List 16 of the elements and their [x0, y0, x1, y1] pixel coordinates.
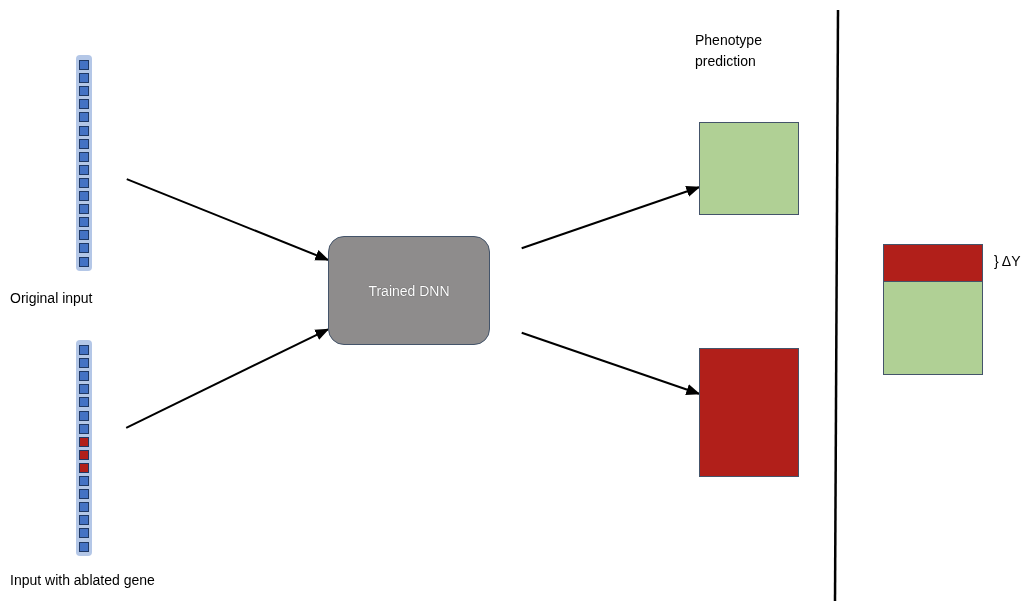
prediction-box — [699, 348, 799, 477]
node-caption: Phenotype prediction — [695, 31, 763, 71]
bar-segment — [883, 281, 983, 375]
network-box — [328, 236, 490, 345]
arrow — [125, 178, 330, 261]
input-vector — [76, 340, 92, 556]
arrow — [520, 186, 701, 250]
arrow — [125, 328, 330, 429]
prediction-box — [699, 122, 799, 215]
node-caption: } ΔY — [994, 252, 1021, 271]
arrow — [520, 331, 701, 395]
node-label: Trained DNN — [368, 282, 450, 299]
input-vector — [76, 55, 92, 271]
bar-segment — [883, 244, 983, 282]
node-caption: Original input — [10, 289, 93, 308]
node-caption: Input with ablated gene — [10, 571, 155, 590]
